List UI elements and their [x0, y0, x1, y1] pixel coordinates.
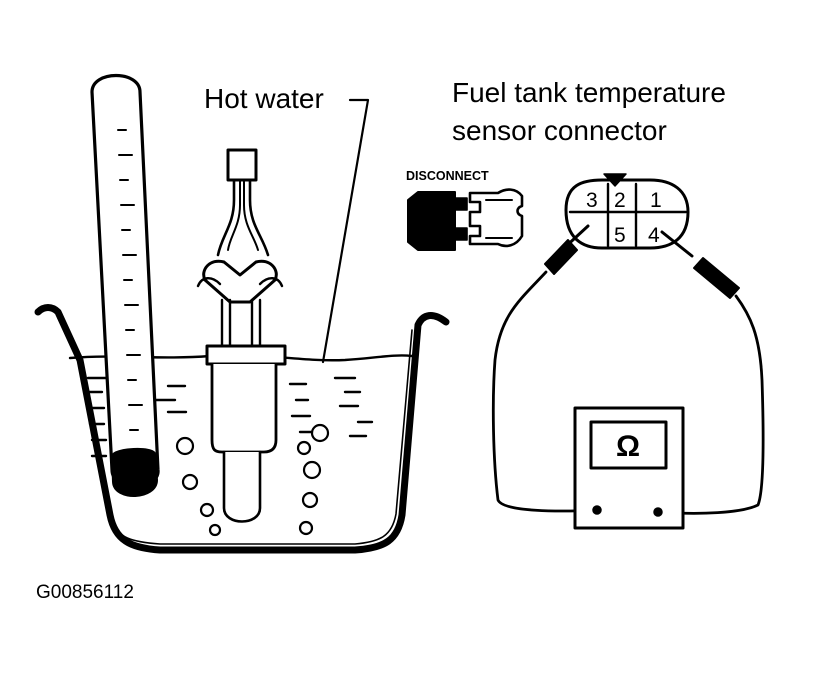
disconnect-label: DISCONNECT: [406, 169, 489, 183]
ohm-symbol: Ω: [616, 430, 640, 463]
ohmmeter: [573, 406, 685, 530]
meter-terminal-left: [592, 505, 602, 515]
connector-title-line1: Fuel tank temperature: [452, 77, 726, 108]
beaker: [34, 304, 450, 554]
sensor-connector-face: [564, 173, 690, 250]
bubbles: [175, 423, 330, 537]
meter-terminal-right: [653, 507, 663, 517]
thermometer: [90, 73, 160, 497]
thermometer-ticks: [117, 129, 143, 431]
pin-3: 3: [586, 189, 598, 212]
hot-water-label: Hot water: [204, 83, 324, 114]
figure-code: G00856112: [36, 582, 134, 603]
pin-5: 5: [614, 224, 626, 247]
pin-1: 1: [650, 189, 662, 212]
pin-4: 4: [648, 224, 660, 247]
pin-2: 2: [614, 189, 626, 212]
test-leads: [491, 224, 765, 515]
connector-key-marker: [603, 173, 627, 187]
disconnect-connector-icon: [407, 188, 524, 251]
temperature-sensor: [196, 148, 287, 523]
connector-title-line2: sensor connector: [452, 115, 667, 146]
hot-water-leader: [321, 98, 370, 364]
